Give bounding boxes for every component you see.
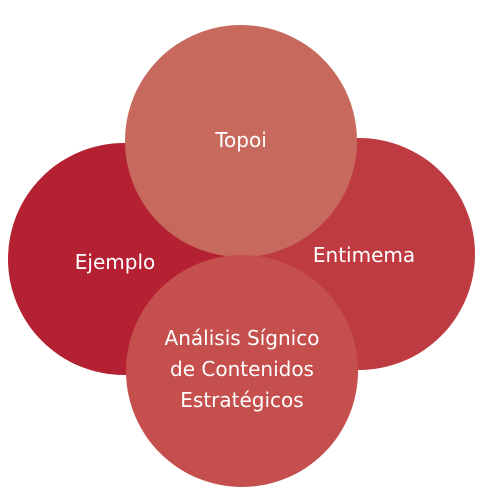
- circle-label-entimema: Entimema: [312, 243, 416, 267]
- circle-topoi: Topoi: [125, 25, 357, 257]
- circle-label-topoi: Topoi: [215, 127, 267, 152]
- circle-label-line-3: Estratégicos: [180, 387, 304, 412]
- circle-label-analisis-signico: Análisis Sígnico de Contenidos Estratégi…: [165, 323, 320, 416]
- circle-label-line-1: Análisis Sígnico: [164, 325, 320, 350]
- circle-label-ejemplo: Ejemplo: [74, 250, 156, 274]
- circle-analisis-signico: Análisis Sígnico de Contenidos Estratégi…: [126, 255, 358, 487]
- circle-label-line-2: de Contenidos: [170, 356, 314, 381]
